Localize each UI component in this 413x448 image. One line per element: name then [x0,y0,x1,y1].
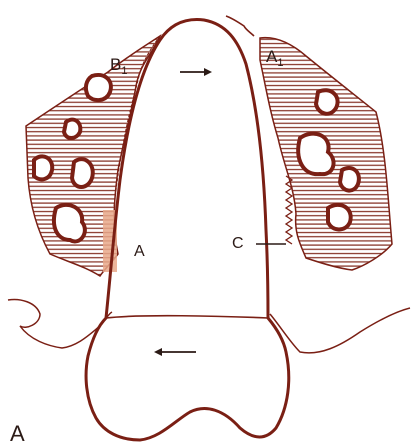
gingiva-outline [8,300,112,348]
arrow-right [180,68,212,76]
arrow-left [154,348,196,356]
label-a: A [134,243,145,260]
gingiva-outline-right [270,308,410,353]
panel-label: A [10,421,25,446]
cej-line [106,316,268,318]
label-c: C [232,235,244,252]
label-b1: B1 [110,55,127,77]
